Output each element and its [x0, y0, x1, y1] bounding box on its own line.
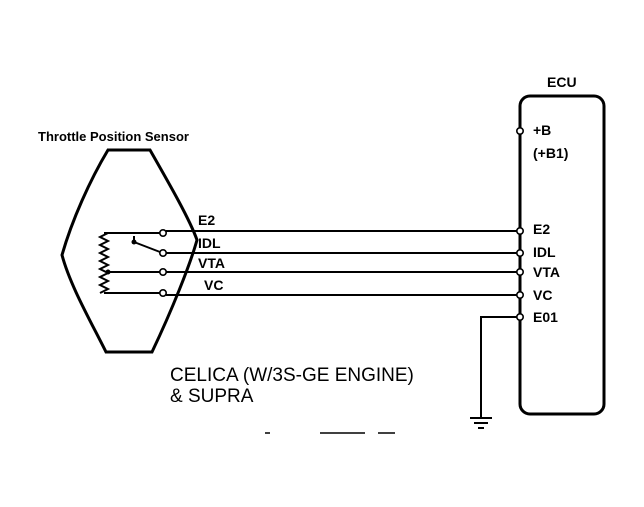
ground-symbol-icon — [470, 417, 492, 429]
sensor-resistor — [97, 232, 111, 294]
ecu-label-plusb: +B — [533, 122, 551, 138]
ecu-terminal-plusb — [515, 127, 524, 136]
wiper-contact — [105, 269, 111, 275]
ecu-terminal-vta — [515, 267, 524, 276]
ecu-terminal-e01 — [515, 312, 524, 321]
ground-wire — [480, 316, 517, 418]
caption-line1: CELICA (W/3S-GE ENGINE) — [170, 365, 414, 386]
ecu-label-e2: E2 — [533, 221, 550, 237]
sensor-terminal-vc — [159, 288, 168, 297]
sensor-housing — [60, 148, 199, 354]
ecu-label-plusb1: (+B1) — [533, 145, 568, 161]
sensor-label-vc: VC — [204, 277, 223, 293]
sensor-label-vta: VTA — [198, 255, 225, 271]
idl-switch-blade — [133, 241, 161, 253]
ecu-terminal-e2 — [515, 227, 524, 236]
ecu-terminal-vc — [515, 290, 524, 299]
ecu-terminal-idl — [515, 249, 524, 258]
ecu-label-vta: VTA — [533, 264, 560, 280]
sensor-terminal-vta — [159, 267, 168, 276]
ecu-label-idl: IDL — [533, 244, 556, 260]
sensor-title: Throttle Position Sensor — [38, 129, 189, 144]
sensor-label-e2: E2 — [198, 212, 215, 228]
sensor-terminal-idl — [159, 249, 168, 258]
ecu-label-vc: VC — [533, 287, 552, 303]
ecu-title: ECU — [547, 74, 577, 90]
ecu-label-e01: E01 — [533, 309, 558, 325]
caption-line2: & SUPRA — [170, 386, 254, 407]
sensor-terminal-e2 — [159, 229, 168, 238]
sensor-label-idl: IDL — [198, 235, 221, 251]
